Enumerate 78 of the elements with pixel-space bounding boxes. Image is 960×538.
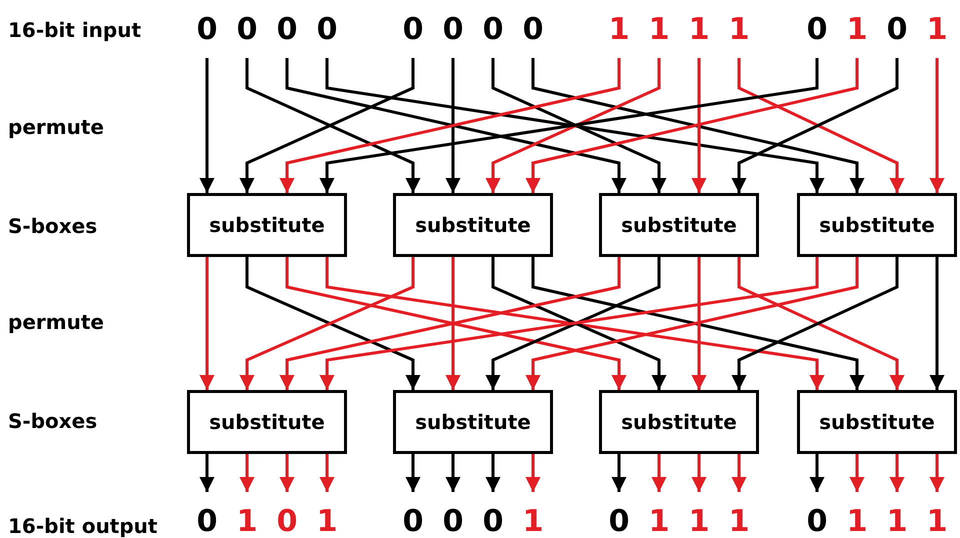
bit-digit: 1	[842, 12, 872, 48]
box-label: substitute	[819, 213, 935, 237]
bit-digit: 0	[478, 504, 508, 538]
bit-digit: 0	[518, 12, 548, 48]
row-label: permute	[8, 115, 104, 139]
bit-digit: 0	[802, 504, 832, 538]
s-box	[797, 193, 957, 257]
bit-digit: 0	[438, 12, 468, 48]
s-box	[599, 390, 759, 454]
box-label: substitute	[415, 410, 531, 434]
bit-digit: 0	[802, 12, 832, 48]
s-box	[393, 193, 553, 257]
bit-digit: 1	[232, 504, 262, 538]
bit-digit: 1	[922, 12, 952, 48]
s-box	[393, 390, 553, 454]
row-label: S-boxes	[8, 214, 98, 238]
bit-digit: 0	[192, 12, 222, 48]
arrow	[406, 454, 420, 492]
bit-digit: 1	[604, 12, 634, 48]
arrow	[320, 454, 334, 492]
bit-digit: 0	[272, 12, 302, 48]
arrow	[200, 454, 214, 492]
row-label: S-boxes	[8, 409, 98, 433]
arrow	[692, 58, 706, 193]
s-box	[599, 193, 759, 257]
arrow	[732, 454, 746, 492]
bit-digit: 1	[922, 504, 952, 538]
arrow	[446, 58, 460, 193]
arrow	[930, 454, 944, 492]
bit-digit: 0	[272, 504, 302, 538]
box-label: substitute	[621, 410, 737, 434]
arrow	[200, 58, 214, 193]
row-label: 16-bit input	[8, 18, 142, 42]
bit-digit: 1	[684, 12, 714, 48]
bit-digit: 0	[398, 12, 428, 48]
box-label: substitute	[209, 410, 325, 434]
bit-digit: 0	[398, 504, 428, 538]
bit-digit: 0	[312, 12, 342, 48]
arrow	[526, 454, 540, 492]
box-label: substitute	[415, 213, 531, 237]
bit-digit: 1	[724, 12, 754, 48]
bit-digit: 0	[478, 12, 508, 48]
bit-digit: 1	[312, 504, 342, 538]
bit-digit: 0	[604, 504, 634, 538]
arrow	[280, 454, 294, 492]
s-box	[797, 390, 957, 454]
arrow	[890, 454, 904, 492]
s-box	[187, 390, 347, 454]
arrow	[930, 257, 944, 390]
bit-digit: 1	[724, 504, 754, 538]
bit-digit: 0	[192, 504, 222, 538]
bit-digit: 0	[232, 12, 262, 48]
bit-digit: 1	[518, 504, 548, 538]
arrow	[810, 454, 824, 492]
box-label: substitute	[621, 213, 737, 237]
bit-digit: 0	[882, 12, 912, 48]
arrow	[612, 454, 626, 492]
arrow	[930, 58, 944, 193]
bit-digit: 1	[842, 504, 872, 538]
arrow	[652, 454, 666, 492]
row-label: 16-bit output	[8, 514, 158, 538]
bit-digit: 1	[684, 504, 714, 538]
arrow	[240, 454, 254, 492]
arrow	[446, 454, 460, 492]
arrow	[200, 257, 214, 390]
box-label: substitute	[209, 213, 325, 237]
bit-digit: 1	[644, 12, 674, 48]
arrow	[486, 454, 500, 492]
arrow	[446, 257, 460, 390]
arrow	[850, 454, 864, 492]
row-label: permute	[8, 310, 104, 334]
arrow	[692, 454, 706, 492]
bit-digit: 1	[644, 504, 674, 538]
s-box	[187, 193, 347, 257]
box-label: substitute	[819, 410, 935, 434]
arrow	[692, 257, 706, 390]
bit-digit: 0	[438, 504, 468, 538]
bit-digit: 1	[882, 504, 912, 538]
